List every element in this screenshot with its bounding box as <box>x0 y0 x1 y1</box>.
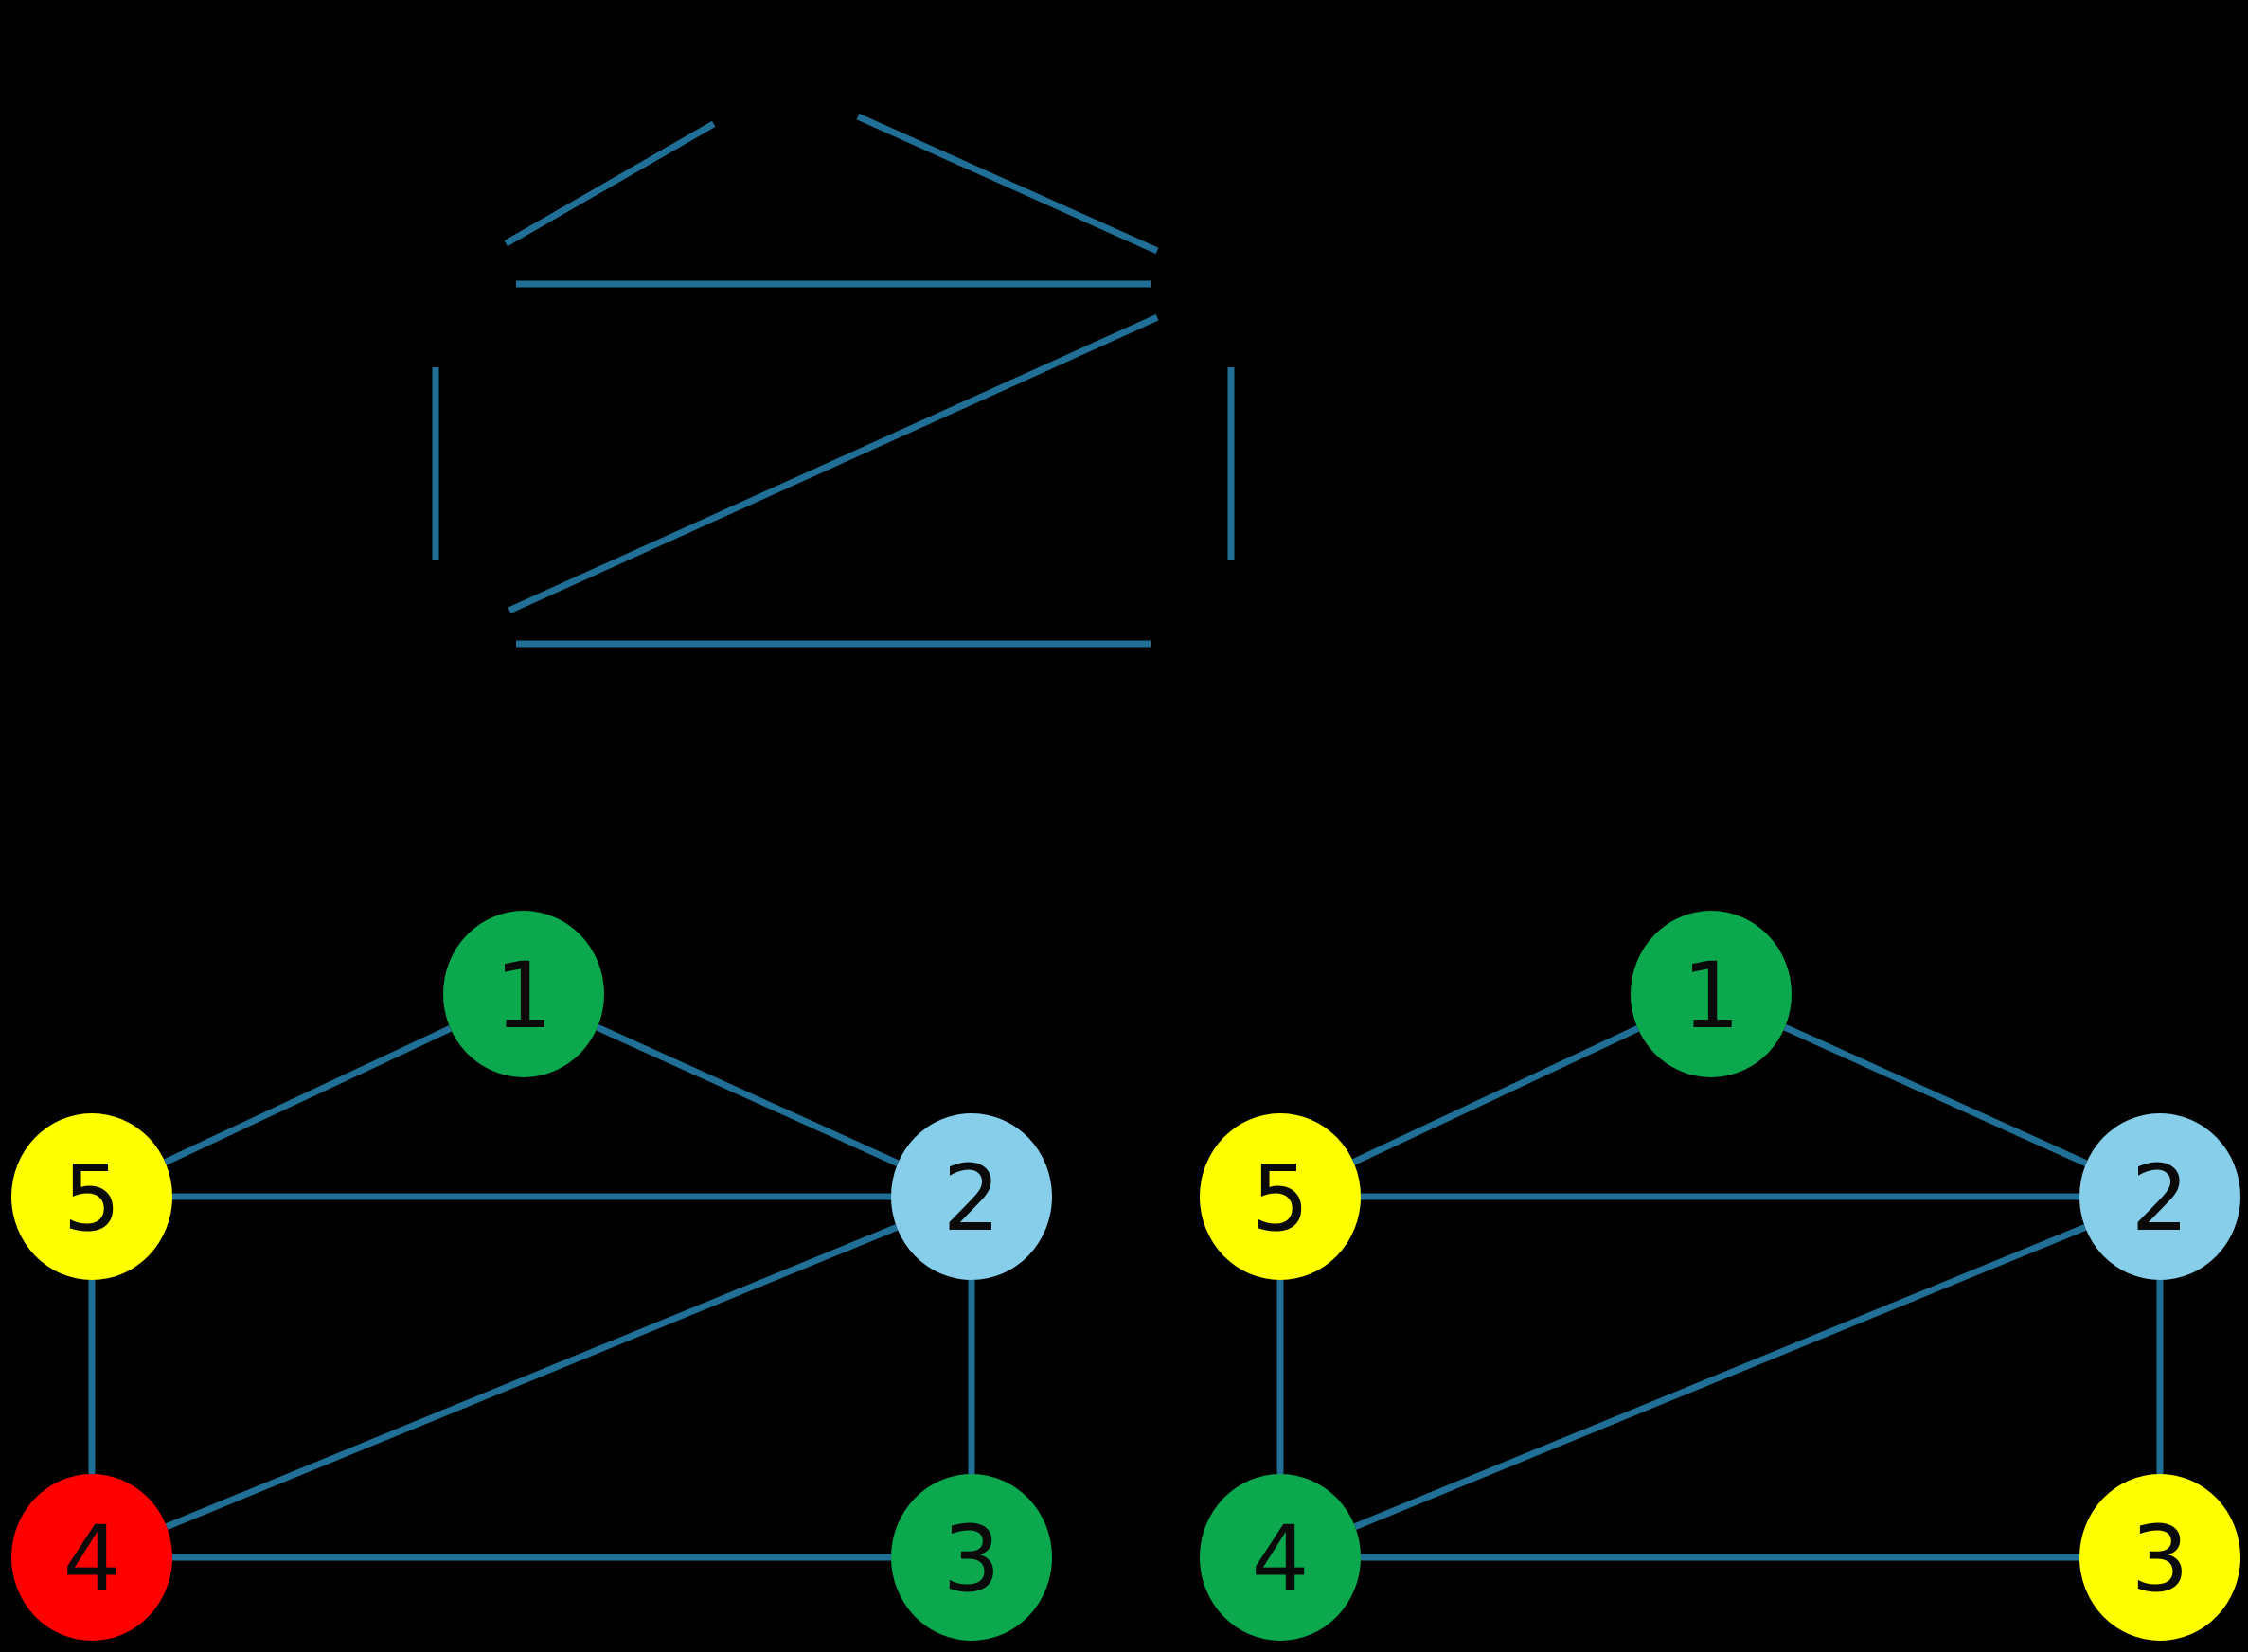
node-label-2: 2 <box>1202 233 1259 339</box>
node-label-1: 1 <box>494 943 552 1049</box>
node-label-4: 4 <box>1251 1506 1309 1612</box>
node-circle-1[interactable] <box>1631 911 1792 1077</box>
node-circle-5[interactable] <box>355 201 516 367</box>
node-circle-1[interactable] <box>704 0 865 167</box>
graph-node-1[interactable]: 1 <box>1631 911 1792 1077</box>
graph-edge-1-2 <box>1783 1023 2088 1167</box>
graph-edge-4-2 <box>165 1224 899 1530</box>
graph-edge-4-2 <box>508 314 1159 613</box>
node-circle-1[interactable] <box>443 911 604 1077</box>
graph-node-3[interactable]: 3 <box>891 1474 1052 1641</box>
node-label-1: 1 <box>1682 943 1740 1049</box>
node-label-2: 2 <box>2131 1146 2188 1252</box>
node-label-4: 4 <box>406 593 464 699</box>
graph-edge-5-1 <box>1351 1025 1640 1165</box>
graph-edge-4-2 <box>1353 1224 2087 1530</box>
graph-edge-1-2 <box>596 1024 900 1166</box>
graph-edge-5-1 <box>163 1025 453 1165</box>
node-circle-3[interactable] <box>891 1474 1052 1641</box>
node-label-3: 3 <box>1202 593 1259 699</box>
edges-layer <box>88 113 2164 1561</box>
graph-node-1[interactable]: 1 <box>443 911 604 1077</box>
graph-node-2[interactable]: 2 <box>891 1113 1052 1280</box>
node-label-3: 3 <box>2131 1506 2188 1612</box>
graph-node-2[interactable]: 2 <box>1151 201 1311 367</box>
graph-edge-5-1 <box>504 120 716 247</box>
node-label-5: 5 <box>1251 1146 1309 1252</box>
node-label-2: 2 <box>942 1146 1000 1252</box>
graph-node-5[interactable]: 5 <box>1200 1113 1361 1280</box>
node-circle-4[interactable] <box>11 1474 172 1641</box>
graph-node-5[interactable]: 5 <box>355 201 516 367</box>
node-circle-3[interactable] <box>2079 1474 2240 1641</box>
node-circle-2[interactable] <box>891 1113 1052 1280</box>
node-circle-5[interactable] <box>11 1113 172 1280</box>
node-label-5: 5 <box>406 233 464 339</box>
graph-node-5[interactable]: 5 <box>11 1113 172 1280</box>
graph-node-4[interactable]: 4 <box>1200 1474 1361 1641</box>
graph-node-3[interactable]: 3 <box>2079 1474 2240 1641</box>
graph-edge-1-2 <box>856 113 1159 255</box>
node-circle-3[interactable] <box>1151 560 1311 727</box>
node-label-1: 1 <box>755 32 812 138</box>
node-label-4: 4 <box>62 1506 120 1612</box>
node-circle-5[interactable] <box>1200 1113 1361 1280</box>
node-circle-2[interactable] <box>1151 201 1311 367</box>
node-label-5: 5 <box>62 1146 120 1252</box>
node-circle-4[interactable] <box>1200 1474 1361 1641</box>
graph-node-2[interactable]: 2 <box>2079 1113 2240 1280</box>
node-circle-4[interactable] <box>355 560 516 727</box>
graph-node-3[interactable]: 3 <box>1151 560 1311 727</box>
nodes-layer: 1 2 3 4 5 1 2 3 4 5 1 2 3 4 5 <box>11 0 2240 1641</box>
graph-node-4[interactable]: 4 <box>11 1474 172 1641</box>
graph-node-1[interactable]: 1 <box>704 0 865 167</box>
graph-node-4[interactable]: 4 <box>355 560 516 727</box>
node-label-3: 3 <box>942 1506 1000 1612</box>
node-circle-2[interactable] <box>2079 1113 2240 1280</box>
